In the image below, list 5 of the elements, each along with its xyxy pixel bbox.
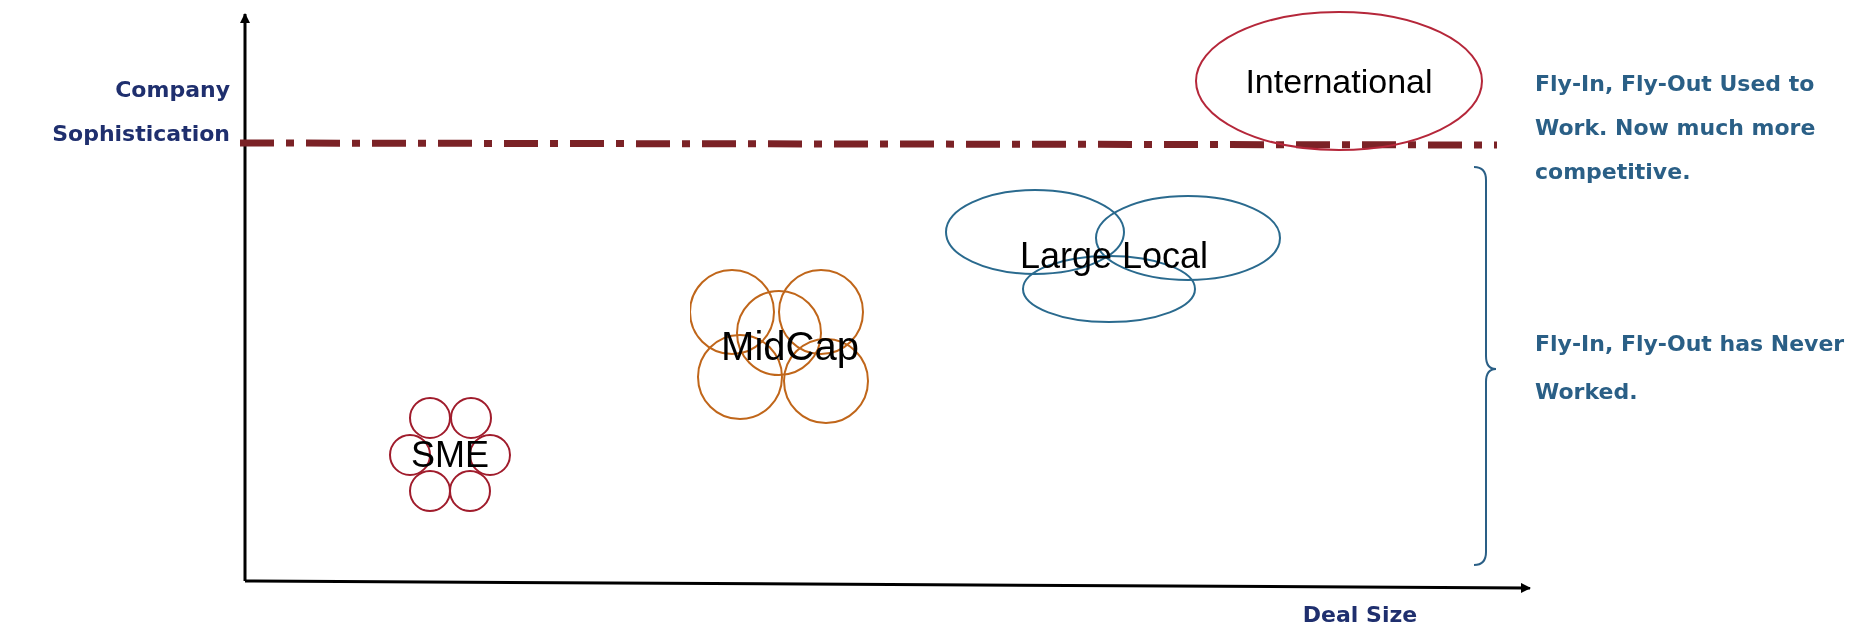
axis-label: Deal Size xyxy=(1301,601,1419,629)
annotation-text: Fly-In, Fly-Out Used to Work. Now much more competitive. xyxy=(1535,70,1817,186)
annotation-text: Fly-In, Fly-Out has Never Worked. xyxy=(1535,330,1846,406)
axis-label: Company Sophistication xyxy=(51,76,230,148)
node-label: International xyxy=(1245,60,1433,102)
